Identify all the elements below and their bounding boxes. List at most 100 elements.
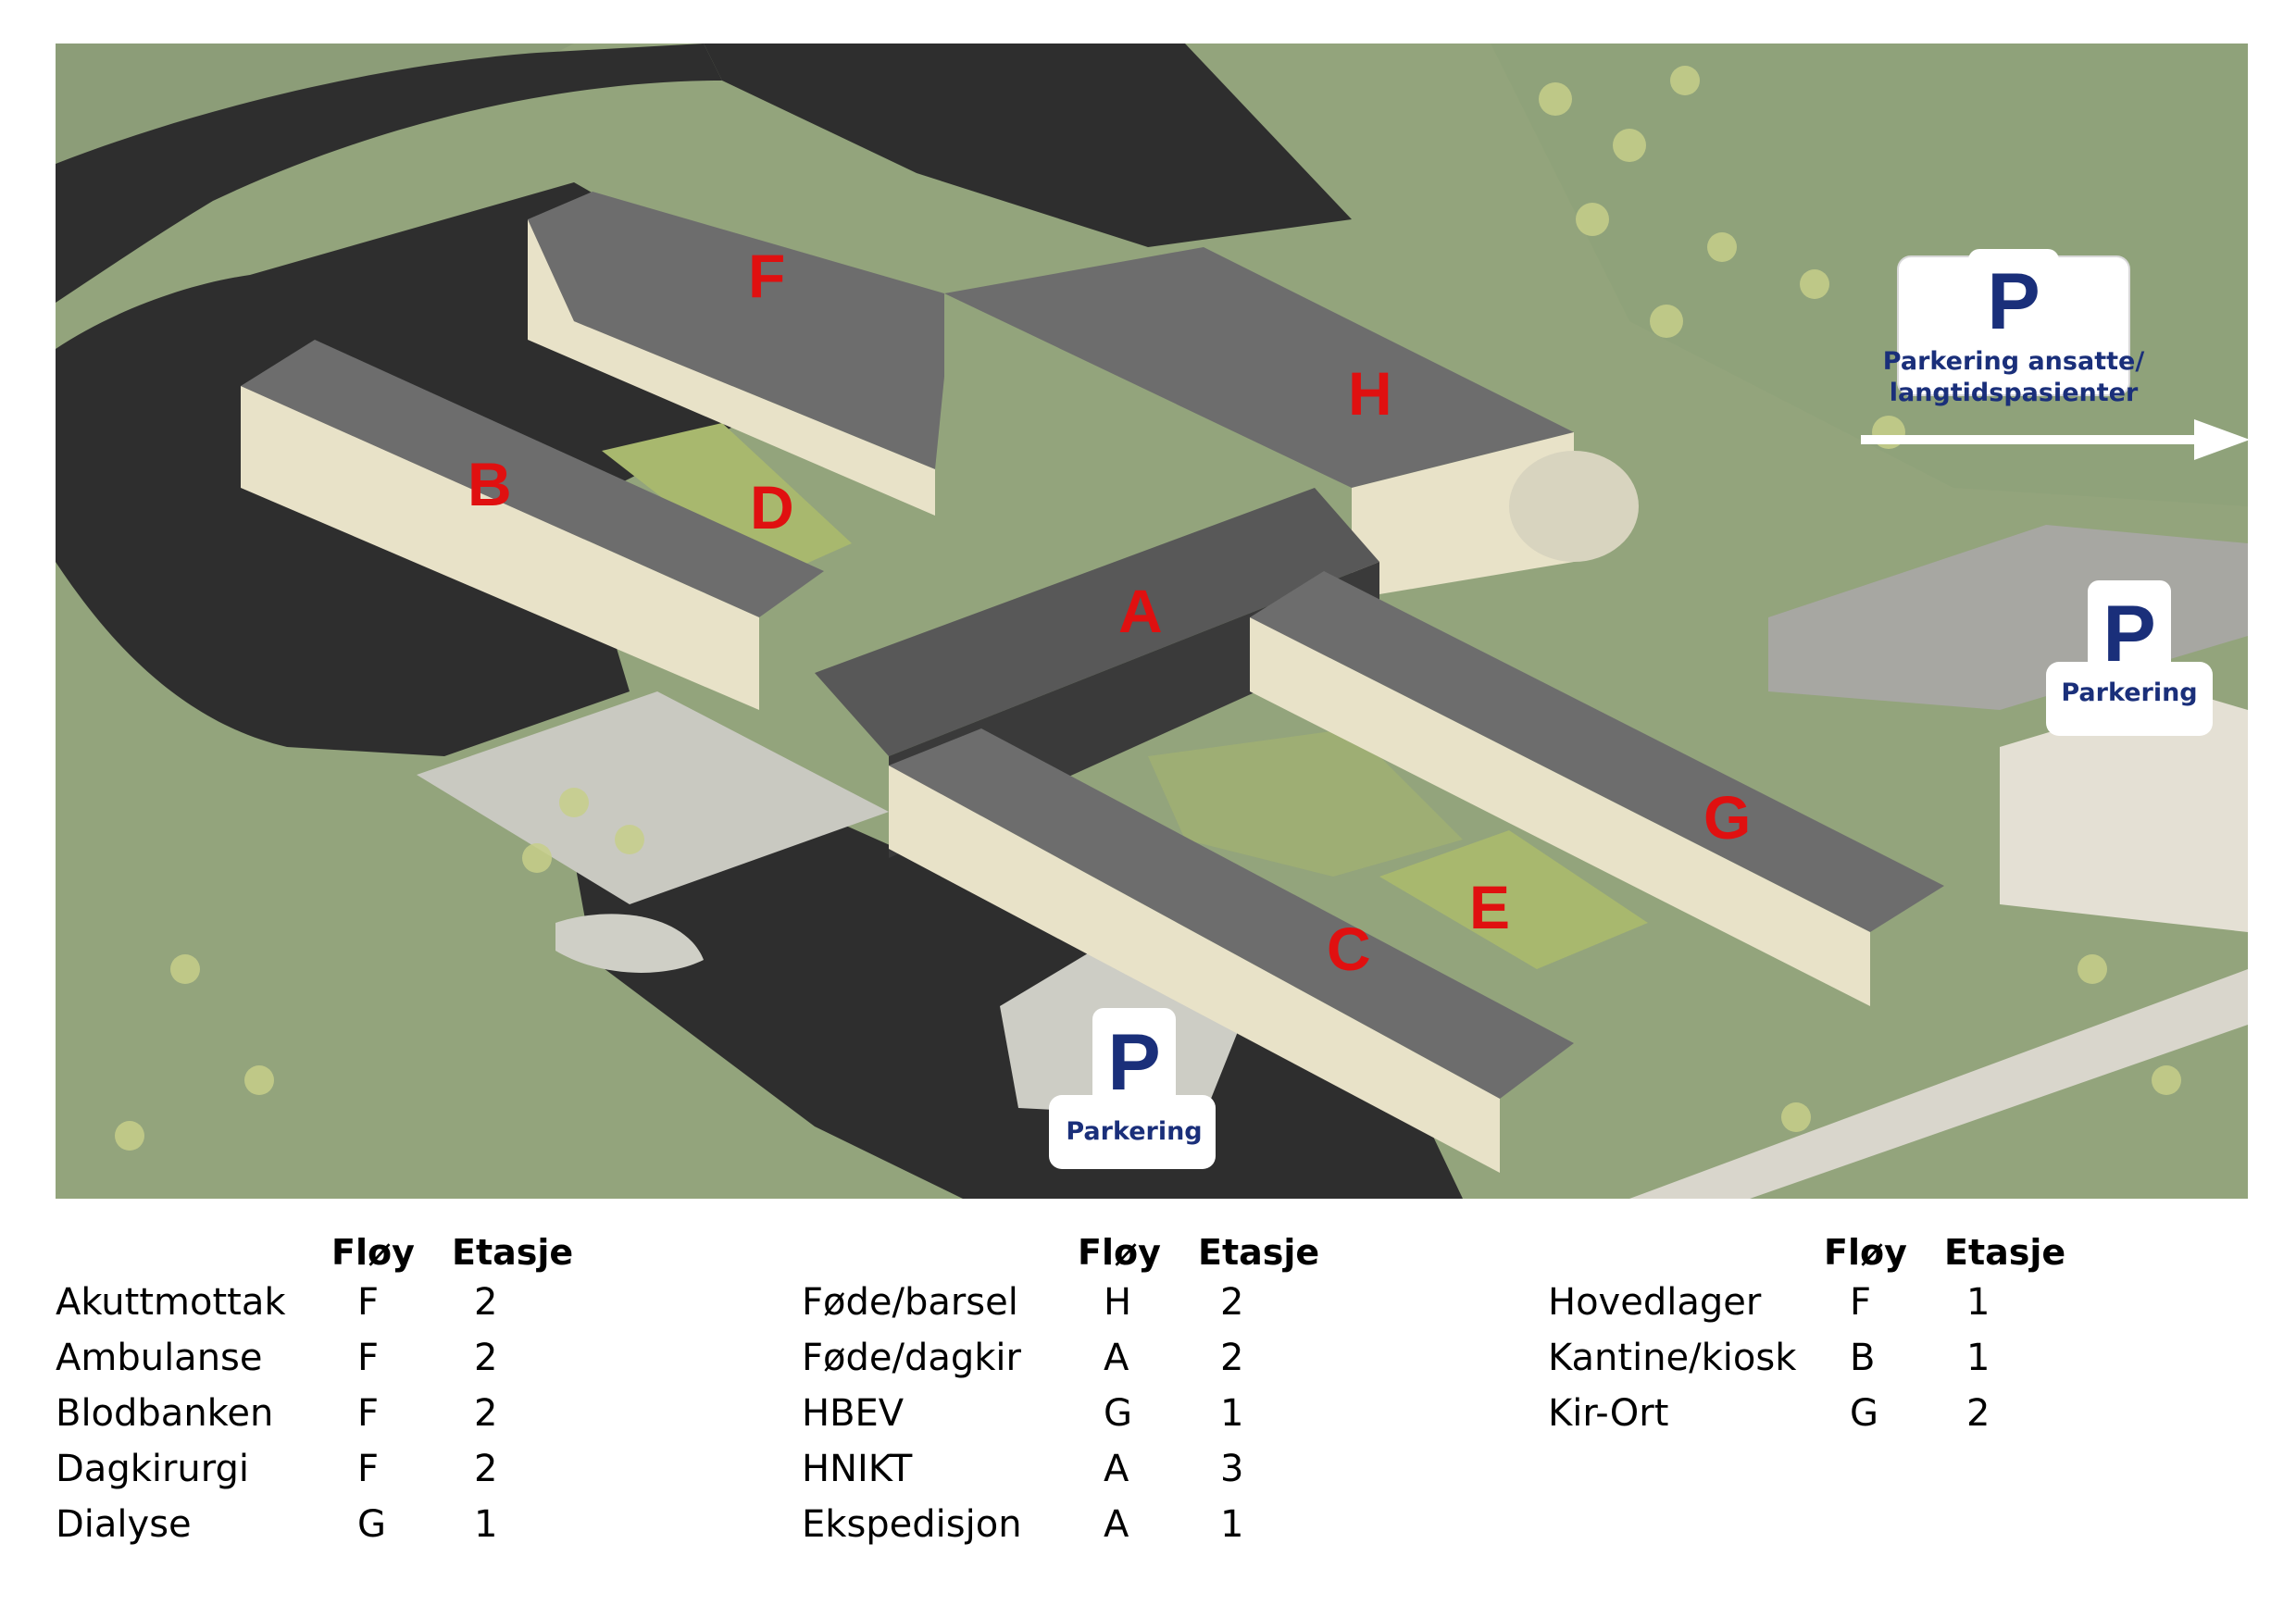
wing-label-b: B xyxy=(468,450,512,518)
department-name: Blodbanken xyxy=(56,1392,274,1435)
floor-value: 1 xyxy=(1220,1392,1244,1435)
wing-value: A xyxy=(1104,1503,1129,1546)
legend-row: Dialyse G 1 xyxy=(56,1497,722,1552)
wing-value: B xyxy=(1850,1337,1876,1379)
department-name: Kantine/kiosk xyxy=(1548,1337,1797,1379)
parking-lot-north xyxy=(704,44,1352,247)
floor-value: 2 xyxy=(1220,1281,1244,1324)
courtyard-d xyxy=(602,423,852,580)
wing-value: G xyxy=(1850,1392,1878,1435)
site-map: F H B D A G E C P Parkering ansatte/ langtidspa… xyxy=(56,44,2248,1199)
wing-f-wall xyxy=(528,219,935,516)
wing-label-g: G xyxy=(1703,783,1751,852)
legend-row: Akuttmottak F 2 xyxy=(56,1275,722,1330)
parking-sign-east: P Parkering xyxy=(2046,580,2213,736)
parking-label: Parkering ansatte/ xyxy=(1883,347,2145,376)
legend-row: Kantine/kiosk B 1 xyxy=(1548,1330,2215,1386)
wing-value: A xyxy=(1104,1448,1129,1490)
legend-row: Føde/dagkir A 2 xyxy=(802,1330,1468,1386)
wing-a-roof xyxy=(815,488,1379,756)
floor-value: 2 xyxy=(474,1392,498,1435)
parking-label: Parkering xyxy=(1066,1117,1202,1146)
wing-h-wall xyxy=(1352,432,1574,599)
floor-value: 1 xyxy=(1966,1337,1990,1379)
department-name: Ambulanse xyxy=(56,1337,263,1379)
department-name: Dialyse xyxy=(56,1503,192,1546)
legend-row: Dagkirurgi F 2 xyxy=(56,1441,722,1497)
wing-value: F xyxy=(357,1448,380,1490)
legend-row: Føde/barsel H 2 xyxy=(802,1275,1468,1330)
wing-g-wall xyxy=(1250,617,1870,1006)
plaza-west xyxy=(417,691,889,904)
parking-symbol: P xyxy=(2103,590,2155,678)
wing-label-a: A xyxy=(1118,577,1163,645)
building-east-block xyxy=(2000,691,2248,932)
wing-h-rotunda xyxy=(1509,451,1639,562)
wing-value: F xyxy=(357,1392,380,1435)
legend-row: Kir-Ort G 2 xyxy=(1548,1386,2215,1441)
legend-row: HBEV G 1 xyxy=(802,1386,1468,1441)
legend-row: Ambulanse F 2 xyxy=(56,1330,722,1386)
roundabout xyxy=(555,914,704,973)
wing-h-roof xyxy=(944,247,1574,488)
department-name: Akuttmottak xyxy=(56,1281,286,1324)
wing-label-f: F xyxy=(748,242,785,310)
wing-value: F xyxy=(357,1281,380,1324)
courtyard-center xyxy=(1148,728,1463,877)
floor-value: 2 xyxy=(1966,1392,1990,1435)
parking-symbol: P xyxy=(1987,257,2040,346)
parking-sign-south: P Parkering xyxy=(1049,1008,1216,1169)
parking-symbol: P xyxy=(1107,1018,1160,1107)
wing-header: Fløy xyxy=(331,1232,415,1273)
floor-header: Etasje xyxy=(452,1232,574,1273)
floor-value: 2 xyxy=(1220,1337,1244,1379)
wing-label-d: D xyxy=(750,473,794,541)
wing-value: F xyxy=(1850,1281,1872,1324)
department-name: Dagkirurgi xyxy=(56,1448,250,1490)
wing-label-h: H xyxy=(1348,359,1392,428)
department-name: Føde/barsel xyxy=(802,1281,1018,1324)
parking-label: Parkering xyxy=(2061,678,2197,707)
wing-label-c: C xyxy=(1327,915,1371,983)
department-name: HBEV xyxy=(802,1392,905,1435)
wing-c-wall xyxy=(889,765,1500,1173)
floor-value: 1 xyxy=(1220,1503,1244,1546)
legend-row: Blodbanken F 2 xyxy=(56,1386,722,1441)
legend-row: HNIKT A 3 xyxy=(802,1441,1468,1497)
parking-sign-staff: P Parkering ansatte/ langtidspasienter xyxy=(1883,249,2145,407)
wing-header: Fløy xyxy=(1824,1232,1907,1273)
wing-value: G xyxy=(357,1503,386,1546)
parking-label: langtidspasienter xyxy=(1890,379,2139,407)
wing-header: Fløy xyxy=(1078,1232,1161,1273)
arrow-right-icon xyxy=(1861,419,2248,460)
floor-header: Etasje xyxy=(1198,1232,1320,1273)
wing-b-wall xyxy=(241,386,759,710)
road-southeast xyxy=(1629,969,2248,1199)
wing-g-roof xyxy=(1250,571,1944,932)
road-north xyxy=(56,44,722,303)
grass-top-left xyxy=(56,44,574,192)
wing-b-roof xyxy=(241,340,824,617)
floor-value: 1 xyxy=(474,1503,498,1546)
department-name: Hovedlager xyxy=(1548,1281,1762,1324)
courtyard-e xyxy=(1379,830,1648,969)
wing-value: F xyxy=(357,1337,380,1379)
floor-value: 2 xyxy=(474,1337,498,1379)
department-name: HNIKT xyxy=(802,1448,913,1490)
department-name: Kir-Ort xyxy=(1548,1392,1669,1435)
floor-header: Etasje xyxy=(1944,1232,2066,1273)
department-name: Føde/dagkir xyxy=(802,1337,1021,1379)
floor-value: 2 xyxy=(474,1448,498,1490)
wing-value: H xyxy=(1104,1281,1132,1324)
department-name: Ekspedisjon xyxy=(802,1503,1022,1546)
wing-label-e: E xyxy=(1469,873,1510,941)
floor-value: 3 xyxy=(1220,1448,1244,1490)
wing-value: G xyxy=(1104,1392,1132,1435)
legend-row: Hovedlager F 1 xyxy=(1548,1275,2215,1330)
wing-f-roof xyxy=(528,192,944,469)
wing-value: A xyxy=(1104,1337,1129,1379)
wing-c-roof xyxy=(889,728,1574,1099)
floor-value: 1 xyxy=(1966,1281,1990,1324)
legend-row: Ekspedisjon A 1 xyxy=(802,1497,1468,1552)
floor-value: 2 xyxy=(474,1281,498,1324)
